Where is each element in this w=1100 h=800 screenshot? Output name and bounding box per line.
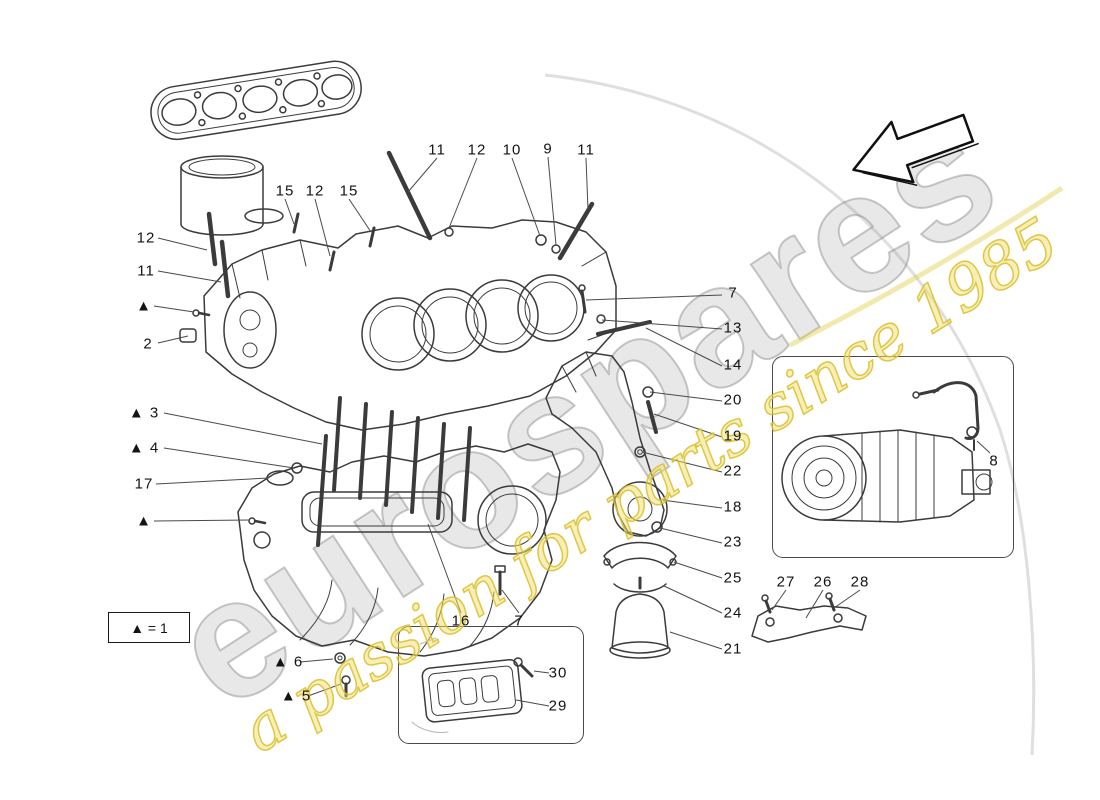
- callout-29: 29: [548, 697, 568, 715]
- callout-23: 23: [723, 533, 743, 551]
- head-gasket-drawing: [150, 60, 362, 141]
- watermark-swoosh: [544, 73, 1064, 756]
- callout-15-a: 15: [275, 182, 295, 200]
- small-seals-drawing: [192, 309, 303, 525]
- support-bracket-drawing: [751, 592, 867, 643]
- direction-arrow-icon: [852, 113, 979, 186]
- crankcase-lower-drawing: [237, 443, 561, 657]
- callout-22: 22: [723, 462, 743, 480]
- callout-13: 13: [723, 319, 743, 337]
- callout-10: 10: [502, 141, 522, 159]
- plate-inset-box: [398, 626, 584, 744]
- callout-19: 19: [723, 427, 743, 445]
- block-bolts-drawing: [578, 284, 658, 458]
- callout-11-a: 11: [428, 141, 446, 159]
- top-studs-drawing: [292, 150, 595, 272]
- callout-27: 27: [776, 573, 796, 591]
- callout-17: 17: [134, 475, 154, 493]
- callout-3: ▲ 3: [128, 404, 160, 422]
- callout-14: 14: [723, 356, 743, 374]
- callout-16: 16: [451, 612, 471, 630]
- callout-11-c: 11: [137, 262, 155, 280]
- callout-28: 28: [850, 573, 870, 591]
- callout-triangle-b: ▲: [136, 512, 152, 530]
- callout-2: 2: [143, 335, 153, 353]
- gearbox-inset-box: [772, 356, 1014, 558]
- callout-12-a: 12: [467, 141, 487, 159]
- callout-21: 21: [723, 640, 743, 658]
- piston-liner-drawing: [180, 155, 284, 236]
- leader-lines: [153, 156, 991, 707]
- left-studs-drawing: [206, 211, 231, 299]
- gearbox-inset-drawing: [781, 381, 993, 523]
- callout-25: 25: [723, 569, 743, 587]
- callout-5: ▲ 5: [280, 687, 312, 705]
- plate-inset-drawing: [411, 637, 534, 733]
- callout-triangle-a: ▲: [136, 297, 152, 315]
- callout-24: 24: [723, 604, 743, 622]
- callout-4: ▲ 4: [128, 439, 160, 457]
- callout-12-b: 12: [305, 182, 325, 200]
- small-hardware-drawing: [334, 652, 351, 698]
- callout-9: 9: [543, 140, 553, 158]
- crankcase-upper-drawing: [179, 219, 617, 431]
- callout-12-c: 12: [136, 229, 156, 247]
- callout-8: 8: [989, 452, 999, 470]
- callout-18: 18: [723, 498, 743, 516]
- engine-mount-drawing: [603, 521, 677, 659]
- callout-11-b: 11: [577, 141, 595, 159]
- callout-7-a: 7: [728, 284, 738, 302]
- legend-text: ▲ = 1: [130, 619, 168, 636]
- callout-7-b: 7: [514, 612, 524, 630]
- callout-20: 20: [723, 391, 743, 409]
- legend-box: ▲ = 1: [108, 612, 190, 643]
- callout-30: 30: [548, 664, 568, 682]
- callout-6: ▲ 6: [272, 653, 304, 671]
- mount-bracket-drawing: [545, 351, 668, 537]
- callout-15-b: 15: [339, 182, 359, 200]
- callout-26: 26: [813, 573, 833, 591]
- main-studs-drawing: [316, 396, 472, 547]
